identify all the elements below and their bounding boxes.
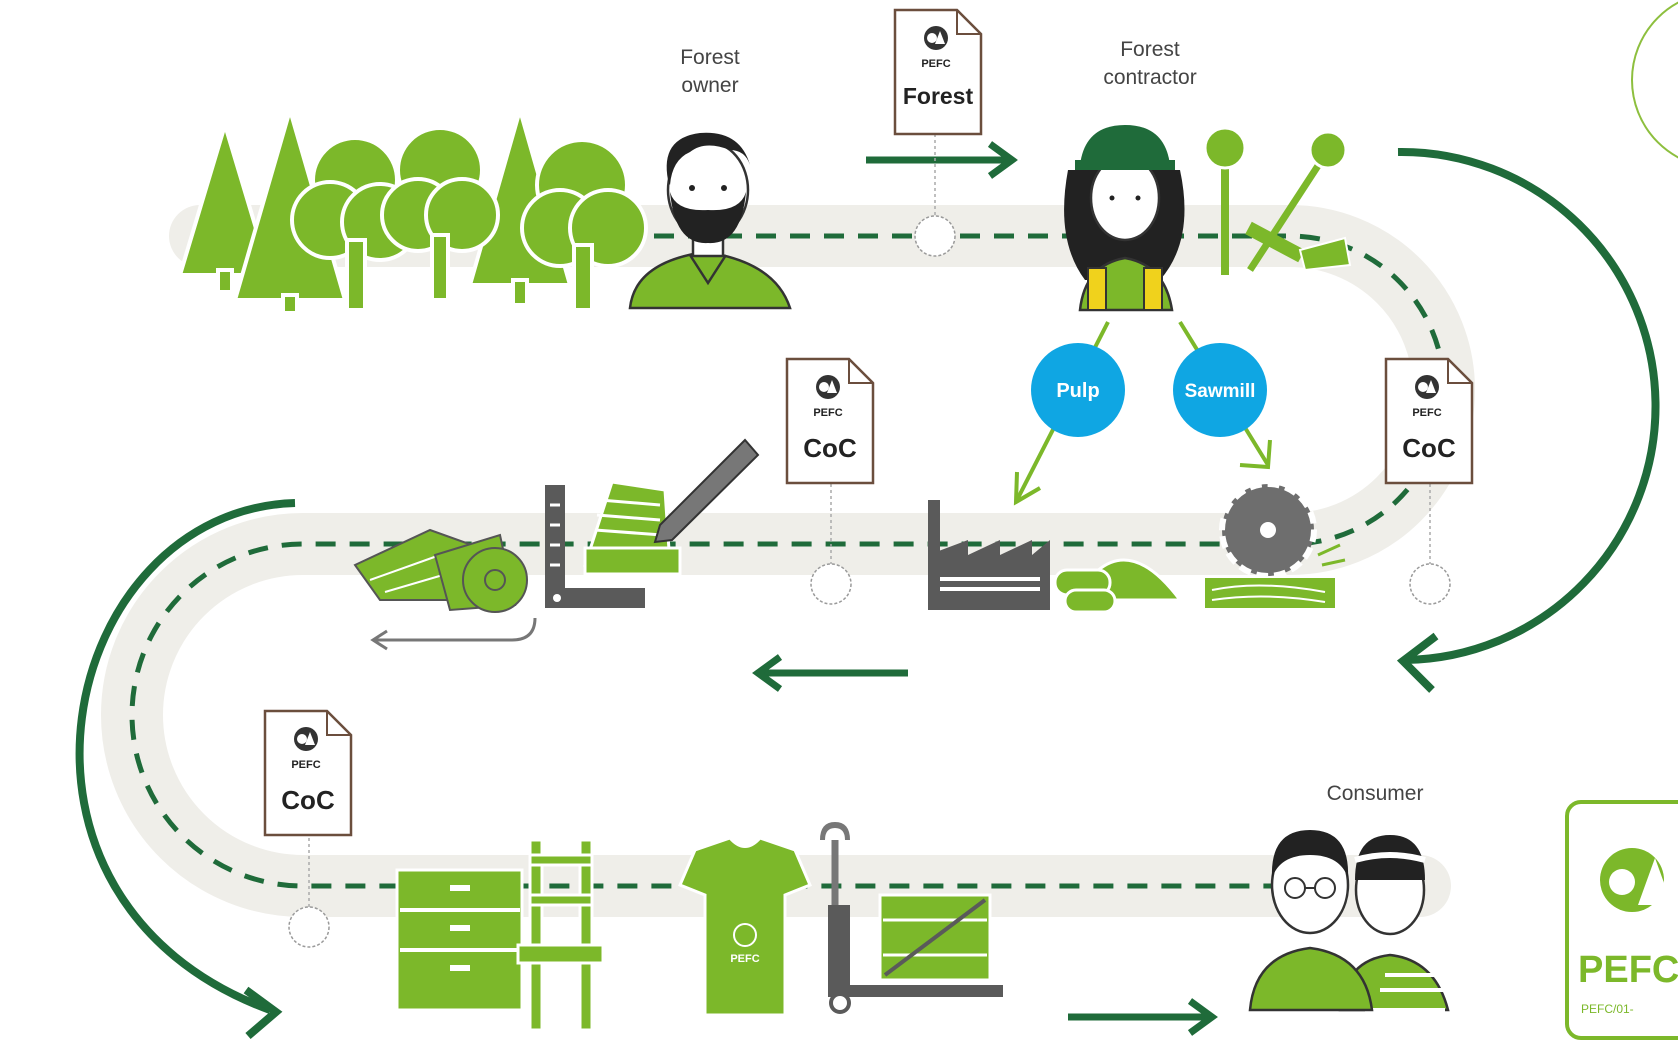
arrowhead: [987, 141, 1018, 179]
flow-arrow-right-curve: [1397, 147, 1660, 664]
pefc-coc-document-mid-right: PEFC CoC: [1384, 357, 1474, 485]
arrowhead: [1239, 439, 1272, 470]
arrowhead: [243, 986, 283, 1040]
forest-contractor-label: Forest contractor: [1075, 36, 1225, 92]
chainsaw-tree-icon: [1203, 126, 1352, 275]
forest-owner-label-line2: owner: [681, 74, 739, 97]
pefc-coc-document-bottom: PEFC CoC: [263, 709, 353, 837]
forest-contractor-label-line2: contractor: [1103, 66, 1197, 89]
svg-text:CoC: CoC: [281, 785, 335, 815]
wood-processing-icon: [545, 438, 760, 608]
sawmill-bubble: [1173, 343, 1267, 437]
decorative-ring: [1631, 1, 1678, 159]
forest-owner-label: Forest owner: [660, 44, 760, 100]
svg-text:PEFC: PEFC: [813, 407, 842, 419]
forest-contractor-person-icon: [1064, 125, 1185, 312]
arrowhead: [1187, 998, 1218, 1036]
pefc-forest-document: PEFC Forest: [893, 8, 983, 136]
pefc-logo-code: PEFC/01-: [1581, 1002, 1634, 1016]
pefc-logo: PEFC PEFC/01-: [1565, 800, 1678, 1040]
tshirt-pefc-mark: PEFC: [730, 953, 759, 965]
pallet-jack-icon: [820, 822, 1003, 1014]
pulp-label: Pulp: [1056, 380, 1099, 402]
arrowhead: [1013, 471, 1042, 506]
forest-owner-person-icon: [628, 132, 792, 310]
consumer-couple-icon: [1248, 830, 1450, 1012]
tshirt-icon: [678, 836, 812, 1017]
arrowhead: [752, 654, 783, 692]
forest-trees-icon: [177, 102, 648, 315]
pefc-logo-brand: PEFC: [1578, 949, 1678, 991]
consumer-label: Consumer: [1326, 782, 1424, 805]
route-node: [288, 906, 330, 948]
factory-icon: [928, 500, 1050, 610]
wooden-crate-icon: [878, 893, 992, 982]
svg-text:CoC: CoC: [1402, 433, 1456, 463]
svg-text:PEFC: PEFC: [1412, 407, 1441, 419]
forest-contractor-label-line1: Forest: [1120, 38, 1180, 61]
flow-arrow-left-curve: [75, 499, 296, 1014]
pulp-bubble: [1031, 343, 1125, 437]
sawmill-blade-icon: [1219, 481, 1346, 579]
chair-icon: [516, 838, 605, 1032]
supply-route-dashed: [129, 233, 1447, 889]
dresser-icon: [395, 868, 524, 1012]
route-node: [1409, 563, 1451, 605]
svg-text:PEFC: PEFC: [291, 759, 320, 771]
arrowhead: [1396, 632, 1439, 693]
pulp-pellets-icon: [1053, 558, 1184, 614]
route-node: [914, 215, 956, 257]
pefc-coc-document-mid-left: PEFC CoC: [785, 357, 875, 485]
svg-text:Forest: Forest: [903, 83, 974, 109]
paper-roll-icon: [353, 528, 528, 613]
route-node: [810, 563, 852, 605]
arrowhead: [370, 629, 388, 651]
svg-text:PEFC: PEFC: [921, 58, 950, 70]
sawmill-label: Sawmill: [1185, 381, 1256, 402]
return-arrow: [375, 617, 537, 642]
svg-text:CoC: CoC: [803, 433, 857, 463]
wood-plank-icon: [1205, 578, 1335, 608]
forest-owner-label-line1: Forest: [680, 46, 740, 69]
